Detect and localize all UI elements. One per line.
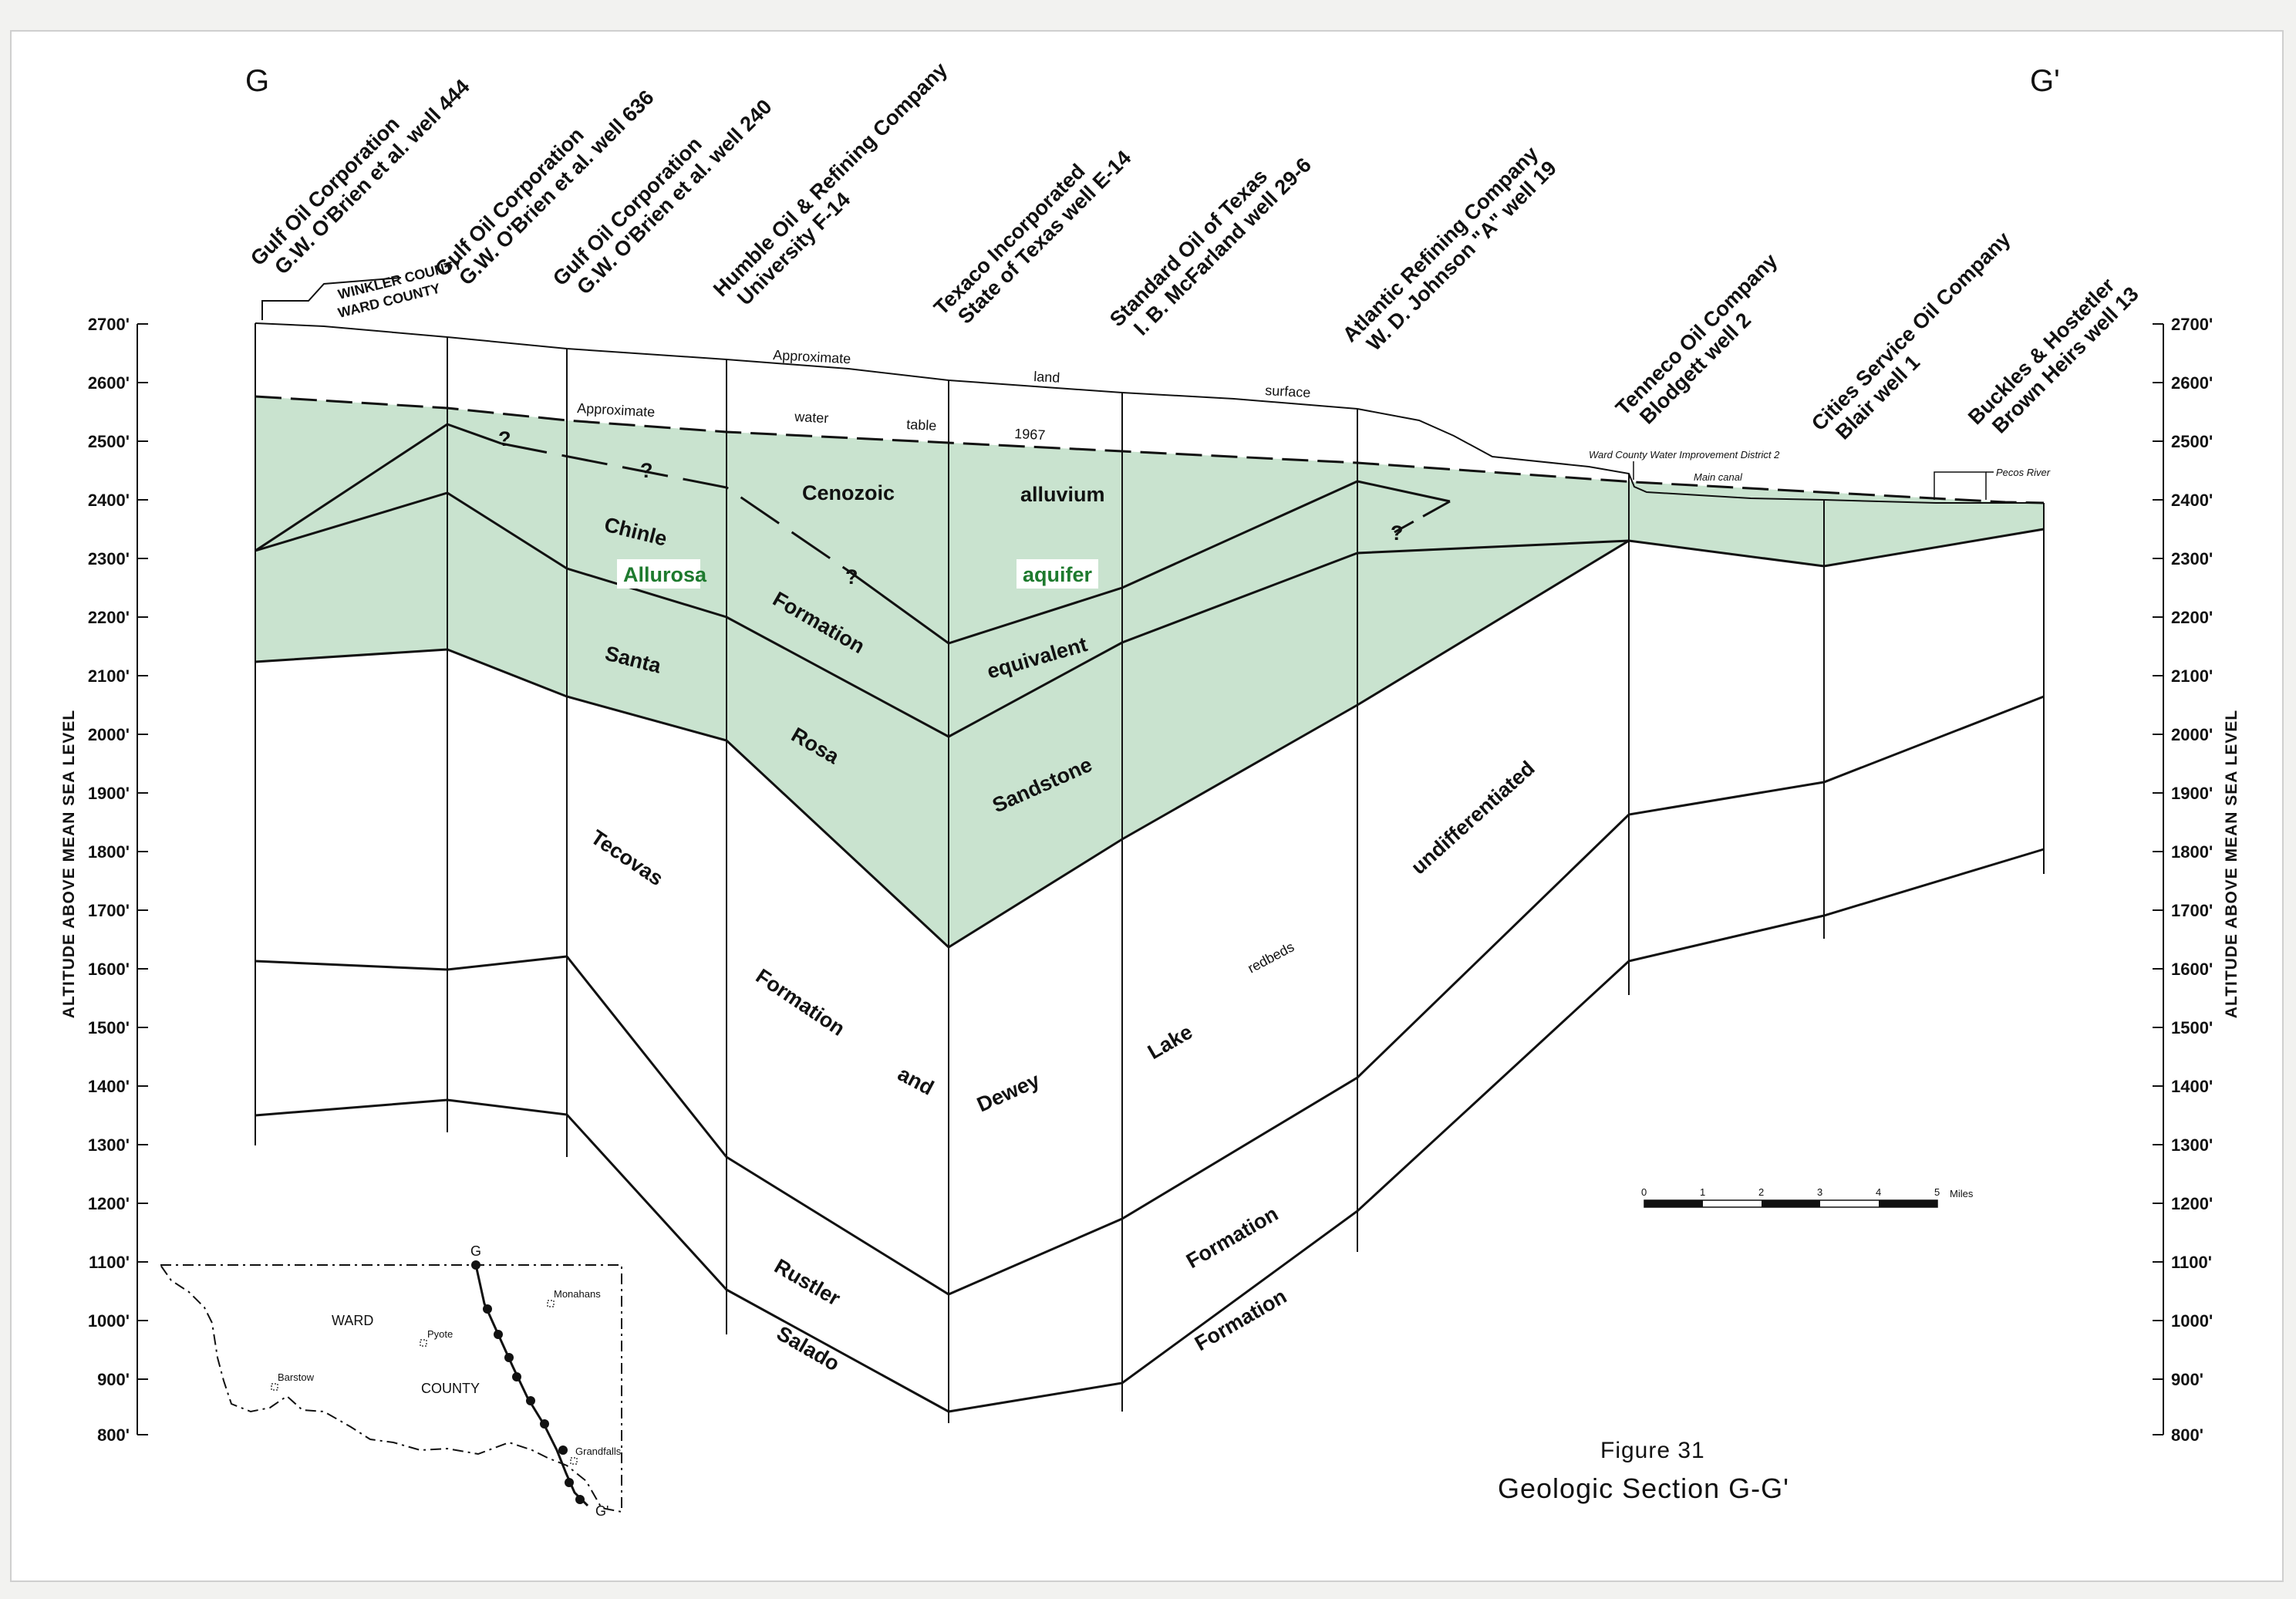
- inset-county-label: COUNTY: [421, 1381, 480, 1396]
- water-table-label-3: table: [906, 417, 937, 433]
- left-tick-2400: 2400': [88, 491, 130, 510]
- county-line-bracket: [261, 277, 402, 320]
- label-allurosa: Allurosa: [623, 563, 707, 586]
- canal-label-2: Main canal: [1694, 471, 1743, 483]
- land-surface-line: [255, 322, 2044, 504]
- right-tick-2600: 2600': [2171, 373, 2213, 393]
- right-tick-1100: 1100': [2171, 1253, 2212, 1272]
- inset-town-grandfalls: Grandfalls: [575, 1446, 622, 1457]
- water-table-label-4: 1967: [1014, 426, 1046, 443]
- query-mark-3: ?: [845, 565, 858, 589]
- land-surface-label-3: surface: [1265, 383, 1311, 400]
- canal-annotation: Ward County Water Improvement District 2…: [1589, 449, 1780, 483]
- left-tick-1300: 1300': [88, 1135, 130, 1155]
- aquifer-label-bg: [1017, 559, 1098, 589]
- inset-g-prime-label: G': [595, 1503, 609, 1519]
- right-tick-1300: 1300': [2171, 1135, 2213, 1155]
- inset-map: Monahans Pyote Barstow Grandfalls WARD C…: [159, 1243, 622, 1519]
- water-table-label-2: water: [794, 409, 829, 426]
- left-tick-2600: 2600': [88, 373, 130, 393]
- left-tick-1100: 1100': [89, 1253, 130, 1272]
- right-tick-1200: 1200': [2171, 1194, 2213, 1213]
- right-tick-2300: 2300': [2171, 549, 2213, 568]
- allurosa-aquifer-fill: [255, 396, 2044, 947]
- inset-g-label: G: [470, 1243, 481, 1259]
- right-tick-1800: 1800': [2171, 842, 2213, 862]
- right-tick-2000: 2000': [2171, 725, 2213, 744]
- left-tick-1400: 1400': [88, 1077, 130, 1096]
- left-tick-2000: 2000': [88, 725, 130, 744]
- right-tick-2200: 2200': [2171, 608, 2213, 627]
- section-end-g: G: [245, 64, 269, 98]
- inset-town-pyote: Pyote: [427, 1328, 453, 1340]
- right-tick-1900: 1900': [2171, 784, 2213, 803]
- scale-tick-1: 1: [1700, 1186, 1705, 1198]
- scale-unit: Miles: [1950, 1188, 1974, 1199]
- query-marks: ? ? ? ?: [498, 427, 1404, 589]
- inset-county-boundary: [159, 1264, 622, 1513]
- label-alluvium: alluvium: [1020, 483, 1105, 506]
- scale-bar: 0 1 2 3 4 5 Miles: [1641, 1186, 1974, 1208]
- right-tick-1500: 1500': [2171, 1018, 2213, 1037]
- right-tick-800: 800': [2171, 1425, 2203, 1445]
- scale-tick-5: 5: [1934, 1186, 1940, 1198]
- water-table-line: [255, 395, 2045, 504]
- left-tick-800: 800': [97, 1425, 130, 1445]
- left-tick-2700: 2700': [88, 315, 130, 334]
- inset-ward-label: WARD: [332, 1313, 373, 1328]
- land-surface-label-2: land: [1033, 369, 1060, 386]
- figure-title: Geologic Section G-G': [1498, 1472, 1789, 1504]
- figure-number: Figure 31: [1600, 1438, 1705, 1463]
- inset-town-monahans: Monahans: [554, 1288, 601, 1300]
- right-tick-1000: 1000': [2171, 1311, 2213, 1331]
- query-mark-4: ?: [1391, 521, 1404, 545]
- scale-tick-4: 4: [1876, 1186, 1881, 1198]
- query-mark-1: ?: [498, 427, 511, 450]
- scale-tick-0: 0: [1641, 1186, 1647, 1198]
- inset-town-markers: [271, 1300, 578, 1465]
- left-tick-1000: 1000': [88, 1311, 130, 1331]
- left-tick-900: 900': [97, 1370, 130, 1389]
- left-tick-1900: 1900': [88, 784, 130, 803]
- inset-well-dots: [471, 1260, 585, 1504]
- inset-town-barstow: Barstow: [278, 1371, 315, 1383]
- right-tick-1700: 1700': [2171, 901, 2213, 920]
- right-tick-900: 900': [2171, 1370, 2203, 1389]
- left-axis-title: ALTITUDE ABOVE MEAN SEA LEVEL: [60, 710, 78, 1018]
- formation-contacts: [255, 423, 2045, 1413]
- left-tick-1700: 1700': [88, 901, 130, 920]
- left-tick-2100: 2100': [88, 666, 130, 686]
- right-tick-1400: 1400': [2171, 1077, 2213, 1096]
- left-tick-1200: 1200': [88, 1194, 130, 1213]
- left-tick-1500: 1500': [88, 1018, 130, 1037]
- left-tick-2500: 2500': [88, 432, 130, 451]
- left-tick-2300: 2300': [88, 549, 130, 568]
- left-tick-2200: 2200': [88, 608, 130, 627]
- right-tick-2100: 2100': [2171, 666, 2213, 686]
- right-tick-2400: 2400': [2171, 491, 2213, 510]
- right-axis-title: ALTITUDE ABOVE MEAN SEA LEVEL: [2223, 710, 2240, 1018]
- label-cenozoic: Cenozoic: [802, 481, 895, 504]
- right-axis: 2700' 2600' 2500' 2400' 2300' 2200' 2100…: [2153, 315, 2240, 1445]
- label-aquifer: aquifer: [1023, 563, 1093, 586]
- scale-tick-2: 2: [1758, 1186, 1764, 1198]
- right-tick-1600: 1600': [2171, 960, 2213, 979]
- canal-label-1: Ward County Water Improvement District 2: [1589, 449, 1780, 460]
- left-tick-1800: 1800': [88, 842, 130, 862]
- left-tick-1600: 1600': [88, 960, 130, 979]
- section-end-g-prime: G': [2030, 64, 2060, 98]
- allurosa-label-bg: [617, 559, 700, 589]
- scale-tick-3: 3: [1817, 1186, 1822, 1198]
- pecos-river-label: Pecos River: [1996, 467, 2051, 478]
- pecos-river-annotation: [1934, 471, 1994, 500]
- query-mark-2: ?: [640, 459, 653, 482]
- right-tick-2500: 2500': [2171, 432, 2213, 451]
- left-axis: 2700' 2600' 2500' 2400' 2300' 2200' 2100…: [60, 315, 148, 1445]
- well-lines: [255, 323, 2045, 1423]
- right-tick-2700: 2700': [2171, 315, 2213, 334]
